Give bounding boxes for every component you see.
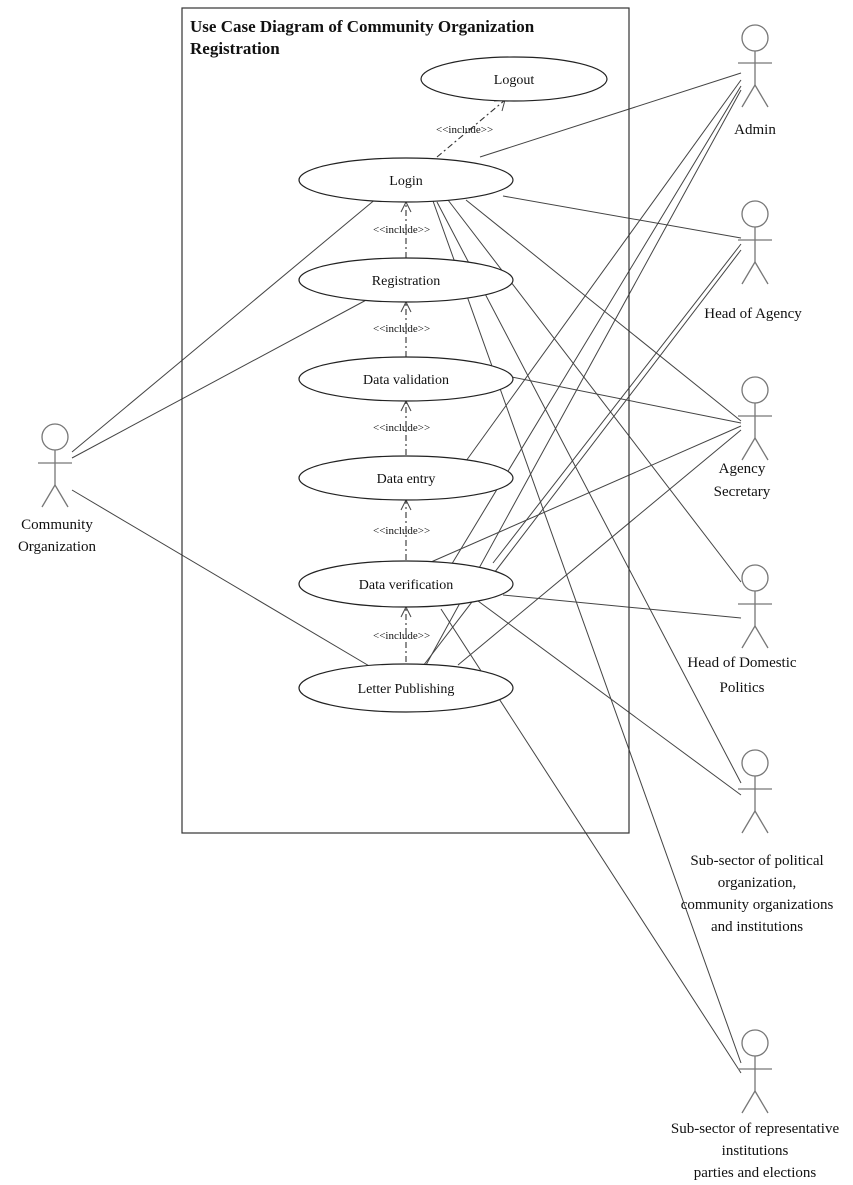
stick-figure-icon [738,200,772,285]
include-arrow-login-logout [436,99,506,158]
use-case-label: Data entry [377,472,436,487]
diagram-title-line-2: Registration [190,39,280,58]
use-case-logout[interactable]: Logout [420,56,608,102]
use-case-label: Data verification [359,578,453,593]
actor-label: community organizations [681,897,834,913]
association-line-agency-secretary-data-verification [430,425,742,563]
association-line-subsector-representative-login [432,200,742,1064]
association-lines [71,72,742,1074]
actor-label: organization, [718,875,796,891]
association-line-head-of-domestic-login [447,199,742,583]
actor-agency-secretary[interactable]: Agency Secretary [714,376,772,500]
actor-label: Secretary [714,484,771,500]
include-label: <<include>> [373,323,430,335]
actor-label: Community [21,517,93,533]
association-line-subsector-political-data-verification [477,600,742,796]
include-label: <<include>> [373,630,430,642]
association-line-head-of-domestic-data-verification [502,594,742,619]
actor-label: Sub-sector of representative [671,1121,840,1137]
actor-head-of-domestic-politics[interactable]: Head of Domestic Politics [687,564,797,696]
stick-figure-icon [738,24,772,108]
association-line-admin-data-verification [449,85,742,568]
use-case-label: Logout [494,73,535,88]
include-label: <<include>> [373,224,430,236]
stick-figure-icon [38,423,72,508]
use-case-login[interactable]: Login [298,157,514,203]
use-case-label: Login [389,174,422,189]
use-case-registration[interactable]: Registration [298,257,514,303]
use-case-label: Data validation [363,373,449,388]
include-label: <<include>> [373,422,430,434]
use-case-letter-publishing[interactable]: Letter Publishing [298,663,514,713]
association-line-admin-login [479,72,742,158]
stick-figure-icon [738,376,772,461]
actor-label: Admin [734,122,776,138]
actor-label: Head of Agency [704,306,802,322]
association-line-head-of-agency-letter-publishing [422,249,742,667]
actor-label: and institutions [711,919,803,935]
actor-label: parties and elections [694,1165,817,1181]
actor-head-of-agency[interactable]: Head of Agency [704,200,802,322]
association-line-community-login [71,197,378,453]
association-line-community-letter-publishing [71,489,377,671]
association-line-admin-data-entry [465,79,742,462]
stick-figure-icon [738,1029,772,1114]
association-line-agency-secretary-data-validation [471,368,742,424]
stick-figure-icon [738,749,772,834]
use-case-data-entry[interactable]: Data entry [298,455,514,501]
use-case-data-verification[interactable]: Data verification [298,560,514,608]
association-line-community-registration [71,297,371,459]
actor-admin[interactable]: Admin [734,24,776,138]
actor-label: institutions [722,1143,789,1159]
actor-label: Organization [18,539,97,555]
use-case-label: Letter Publishing [358,682,455,697]
stick-figure-icon [738,564,772,649]
actor-label: Head of Domestic [687,655,796,671]
association-line-head-of-agency-login [502,195,742,239]
actor-community-organization[interactable]: Community Organization [18,423,97,555]
actor-subsector-political[interactable]: Sub-sector of political organization, co… [681,749,834,935]
actor-label: Politics [719,680,764,696]
system-boundary [181,7,630,834]
include-label: <<include>> [373,525,430,537]
use-case-data-validation[interactable]: Data validation [298,356,514,402]
actor-label: Agency [719,461,766,477]
association-line-agency-secretary-letter-publishing [457,429,742,666]
association-line-agency-secretary-login [465,199,742,422]
actor-subsector-representative[interactable]: Sub-sector of representative institution… [671,1029,840,1181]
association-line-subsector-political-login [436,201,742,784]
diagram-title-line-1: Use Case Diagram of Community Organizati… [190,17,535,36]
use-case-label: Registration [372,274,440,289]
actor-label: Sub-sector of political [690,853,823,869]
include-label: <<include>> [436,124,493,136]
association-line-head-of-agency-data-verification [492,243,742,564]
